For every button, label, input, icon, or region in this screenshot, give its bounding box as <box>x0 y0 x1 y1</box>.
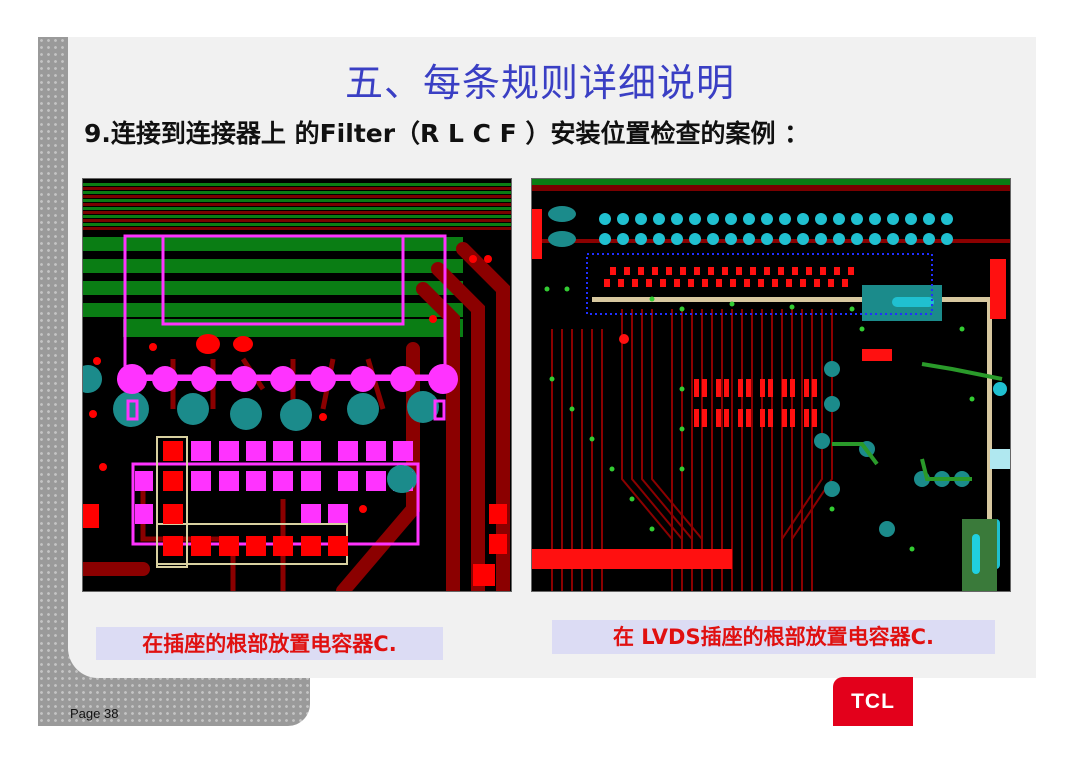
pcb-image-left <box>82 178 512 592</box>
page-number: Page 38 <box>70 706 119 721</box>
tcl-logo: TCL <box>833 677 913 726</box>
decorative-dotted-strip <box>38 37 68 726</box>
slide-title: 五、每条规则详细说明 <box>344 61 735 105</box>
pcb-image-right <box>531 178 1011 592</box>
caption-left: 在插座的根部放置电容器C. <box>96 627 443 660</box>
caption-right: 在 LVDS插座的根部放置电容器C. <box>552 620 995 654</box>
slide-subtitle: 9.连接到连接器上 的Filter（R L C F ）安装位置检查的案例 ： <box>84 119 810 148</box>
